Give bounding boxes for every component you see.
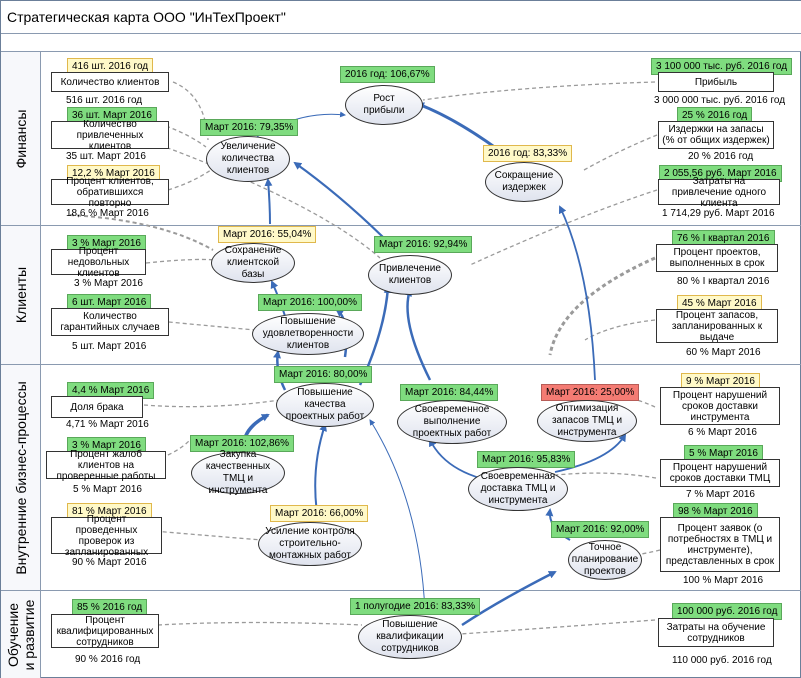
lane-label-learning: Обучение и развитие <box>5 599 37 671</box>
kpi-actual: 3 000 000 тыс. руб. 2016 год <box>654 95 786 106</box>
goal-status-tag: 2016 год: 106,67% <box>340 66 435 83</box>
kpi-box[interactable]: Затраты на обучение сотрудников <box>658 618 774 647</box>
kpi-actual: 100 % Март 2016 <box>683 575 764 586</box>
kpi-box[interactable]: Прибыль <box>658 72 774 92</box>
kpi-actual: 516 шт. 2016 год <box>66 95 143 106</box>
goal-timely-delivery[interactable]: Своевременная доставка ТМЦ и инструмента <box>468 467 568 511</box>
goal-control[interactable]: Усиление контроля строительно-монтажных … <box>258 522 362 566</box>
kpi-box[interactable]: Процент квалифицированных сотрудников <box>51 614 159 648</box>
goal-attraction[interactable]: Привлечение клиентов <box>368 255 452 295</box>
kpi-box[interactable]: Процент заявок (о потребностях в ТМЦ и и… <box>660 517 780 572</box>
kpi-actual: 5 шт. Март 2016 <box>72 341 147 352</box>
goal-status-tag: Март 2016: 80,00% <box>274 366 373 383</box>
goal-status-tag: Март 2016: 84,44% <box>400 384 499 401</box>
goal-purchase[interactable]: Закупка качественных ТМЦ и инструмента <box>191 449 285 496</box>
lane-label-finance: Финансы <box>13 109 29 168</box>
lane-label-box: Клиенты <box>1 226 41 364</box>
kpi-box[interactable]: Процент проектов, выполненных в срок <box>656 244 778 272</box>
kpi-box[interactable]: Процент запасов, запланированных к выдач… <box>656 309 778 343</box>
goal-status-tag: Март 2016: 66,00% <box>270 505 369 522</box>
title-bar: Стратегическая карта ООО "ИнТехПроект" <box>1 1 801 34</box>
kpi-box[interactable]: Процент нарушений сроков доставки инстру… <box>660 387 780 425</box>
kpi-actual: 7 % Март 2016 <box>686 489 755 500</box>
kpi-actual: 90 % Март 2016 <box>72 557 147 568</box>
kpi-box[interactable]: Издержки на запасы (% от общих издержек) <box>658 121 774 149</box>
lane-label-processes: Внутренние бизнес-процессы <box>13 380 29 575</box>
goal-status-tag: 1 полугодие 2016: 83,33% <box>350 598 481 615</box>
goal-status-tag: 2016 год: 83,33% <box>483 145 573 162</box>
goal-cost-reduction[interactable]: Сокращение издержек <box>485 162 563 202</box>
kpi-box[interactable]: Затраты на привлечение одного клиента <box>658 176 780 209</box>
lane-finance: Финансы <box>1 52 801 226</box>
lane-learning: Обучение и развитие <box>1 591 801 678</box>
kpi-box[interactable]: Количество привлеченных клиентов <box>51 119 169 152</box>
goal-profit-growth[interactable]: Рост прибыли <box>345 85 423 125</box>
kpi-box[interactable]: Количество клиентов <box>51 72 169 92</box>
goal-status-tag: Март 2016: 92,94% <box>374 236 473 253</box>
kpi-actual: 1 714,29 руб. Март 2016 <box>662 208 775 219</box>
kpi-box[interactable]: Доля брака <box>51 396 143 418</box>
kpi-actual: 6 % Март 2016 <box>688 427 757 438</box>
header-strip <box>1 34 801 52</box>
lane-label-box: Обучение и развитие <box>1 591 41 678</box>
kpi-box[interactable]: Процент проведенных проверок из запланир… <box>51 514 162 558</box>
kpi-actual: 90 % 2016 год <box>75 654 141 665</box>
kpi-actual: 35 шт. Март 2016 <box>66 151 146 162</box>
kpi-actual: 60 % Март 2016 <box>686 347 761 358</box>
kpi-actual: 20 % 2016 год <box>688 151 754 162</box>
kpi-actual: 110 000 руб. 2016 год <box>672 655 772 666</box>
goal-status-tag: Март 2016: 55,04% <box>218 226 317 243</box>
goal-satisfaction[interactable]: Повышение удовлетворенности клиентов <box>252 313 364 355</box>
goal-project-quality[interactable]: Повышение качества проектных работ <box>276 383 374 427</box>
goal-status-tag: Март 2016: 95,83% <box>477 451 576 468</box>
goal-base-retention[interactable]: Сохранение клиентской базы <box>211 243 295 283</box>
kpi-actual: 4,71 % Март 2016 <box>66 419 149 430</box>
page-title: Стратегическая карта ООО "ИнТехПроект" <box>7 9 286 25</box>
kpi-actual: 3 % Март 2016 <box>74 278 143 289</box>
lane-clients: Клиенты <box>1 226 801 365</box>
goal-planning[interactable]: Точное планирование проектов <box>568 540 642 580</box>
kpi-box[interactable]: Процент нарушений сроков доставки ТМЦ <box>660 459 780 487</box>
lane-label-clients: Клиенты <box>13 266 29 324</box>
kpi-box[interactable]: Процент недовольных клиентов <box>51 246 146 279</box>
kpi-box[interactable]: Процент жалоб клиентов на проверенные ра… <box>46 449 166 482</box>
kpi-actual: 18,6 % Март 2016 <box>66 208 149 219</box>
lane-label-box: Внутренние бизнес-процессы <box>1 365 41 590</box>
kpi-box[interactable]: Количество гарантийных случаев <box>51 308 169 336</box>
goal-status-tag: Март 2016: 79,35% <box>200 119 299 136</box>
kpi-box[interactable]: Процент клиентов, обратившихся повторно <box>51 176 169 209</box>
goal-qualification[interactable]: Повышение квалификации сотрудников <box>358 615 462 659</box>
goal-status-tag: Март 2016: 25,00% <box>541 384 640 401</box>
kpi-actual: 80 % I квартал 2016 <box>677 276 770 287</box>
kpi-actual: 5 % Март 2016 <box>73 484 142 495</box>
lane-label-box: Финансы <box>1 52 41 225</box>
goal-status-tag: Март 2016: 100,00% <box>258 294 362 311</box>
goal-timely-projects[interactable]: Своевременное выполнение проектных работ <box>397 400 507 444</box>
goal-clients-increase[interactable]: Увеличение количества клиентов <box>206 136 290 182</box>
goal-stock-optimization[interactable]: Оптимизация запасов ТМЦ и инструмента <box>537 400 637 442</box>
goal-status-tag: Март 2016: 92,00% <box>551 521 650 538</box>
